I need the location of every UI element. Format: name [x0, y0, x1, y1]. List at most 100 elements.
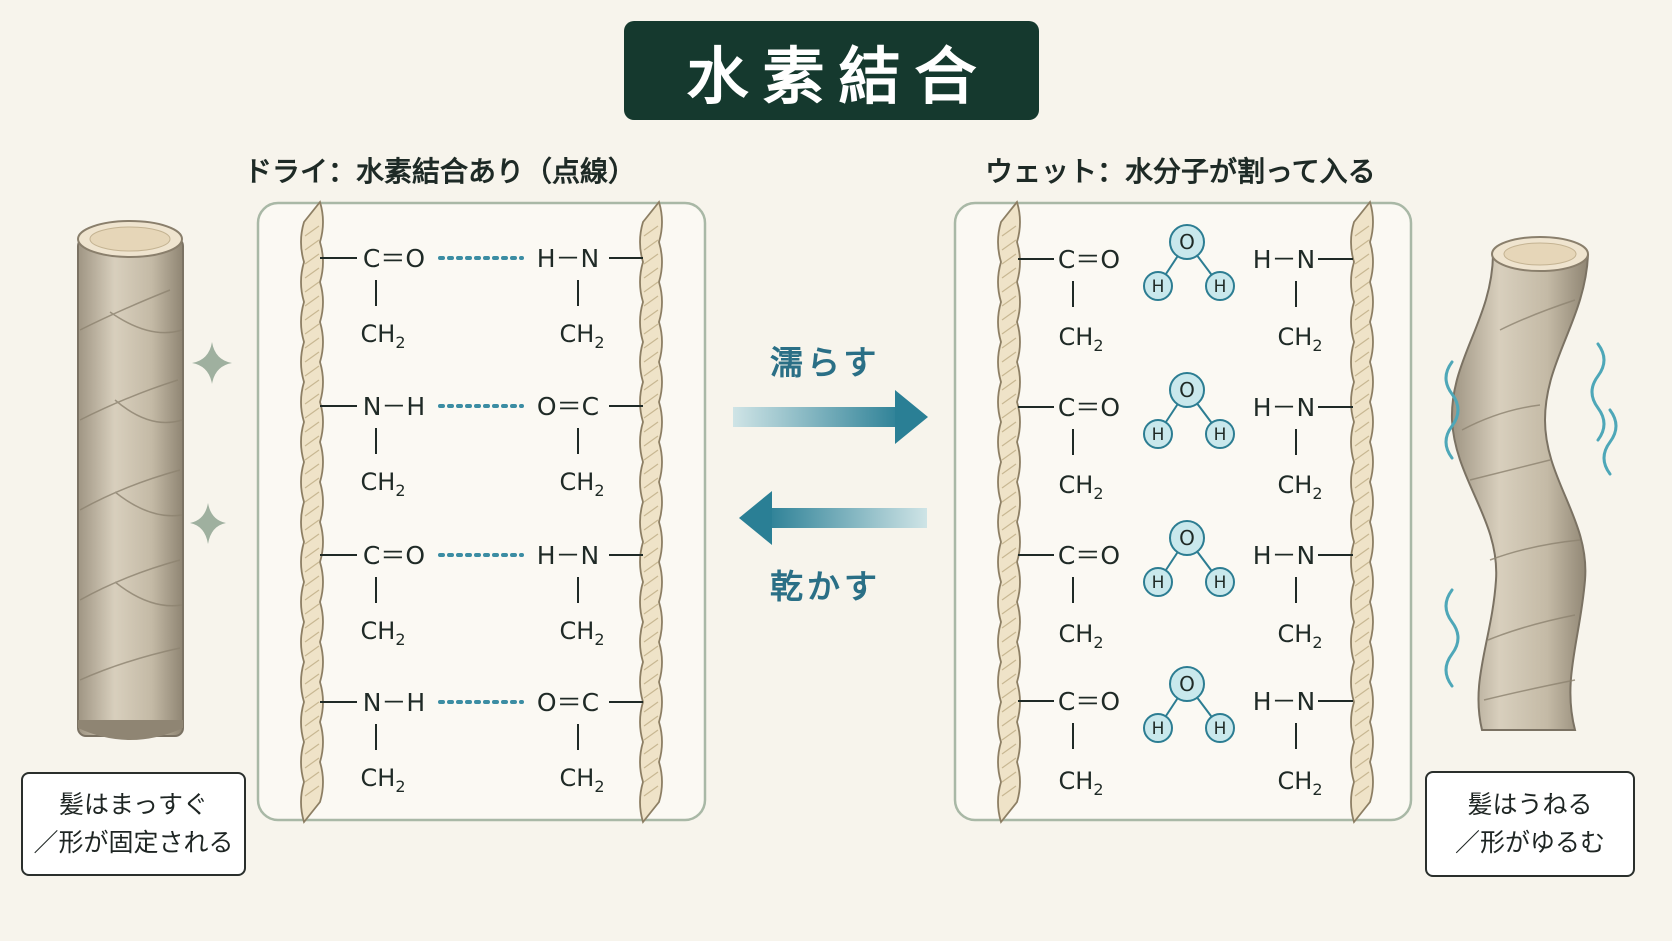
fiber-twist — [1001, 603, 1017, 615]
fiber-twist — [643, 505, 659, 517]
fiber-twist — [1001, 351, 1017, 363]
fiber-twist — [1354, 631, 1370, 643]
fiber-twist — [1001, 407, 1017, 419]
fiber-twist — [304, 463, 320, 475]
fiber-twist — [304, 323, 320, 335]
dry-arrow — [739, 491, 927, 545]
left-group-label: C＝O — [1058, 541, 1120, 570]
fiber-twist — [304, 393, 320, 405]
left-group-label: C＝O — [1058, 245, 1120, 274]
hydrogen-atom — [1205, 271, 1235, 301]
caption-line: 髪はうねる — [1467, 790, 1593, 819]
fiber-twist — [1001, 477, 1017, 489]
oxygen-atom — [1169, 666, 1205, 702]
wet-label: 濡らす — [770, 343, 881, 382]
hydrogen-label: H — [1152, 277, 1165, 297]
oxygen-atom — [1169, 520, 1205, 556]
fiber-twist — [304, 771, 320, 783]
fiber-twist — [1001, 785, 1017, 797]
fiber-twist — [643, 407, 659, 419]
fiber-twist — [643, 533, 659, 545]
fiber-twist — [304, 365, 320, 377]
fiber-twist — [1001, 547, 1017, 559]
left-ch2-label: CH2 — [1059, 323, 1104, 355]
fiber-twist — [304, 295, 320, 307]
fiber-twist — [1001, 673, 1017, 685]
fiber-twist — [304, 309, 320, 321]
fiber-twist — [1001, 631, 1017, 643]
fiber-twist — [1354, 561, 1370, 573]
fiber-twist — [1354, 505, 1370, 517]
fiber-twist — [304, 351, 320, 363]
fiber-twist — [1001, 687, 1017, 699]
fiber-twist — [1354, 701, 1370, 713]
left-ch2-label: CH2 — [1059, 471, 1104, 503]
oxygen-label: O — [1179, 672, 1195, 696]
fiber-twist — [643, 267, 659, 279]
fiber-twist — [1354, 771, 1370, 783]
fiber-twist — [1001, 239, 1017, 251]
fiber-twist — [643, 253, 659, 265]
fiber-twist — [1354, 491, 1370, 503]
fiber-twist — [1354, 645, 1370, 657]
fiber-twist — [1354, 477, 1370, 489]
fiber-twist — [643, 225, 659, 237]
fiber-twist — [304, 743, 320, 755]
fiber-twist — [1001, 771, 1017, 783]
left-group-label: N－H — [363, 392, 426, 421]
hydrogen-label: H — [1152, 719, 1165, 739]
left-ch2-label: CH2 — [361, 468, 406, 500]
fiber-twist — [1001, 281, 1017, 293]
fiber-twist — [304, 281, 320, 293]
fiber-twist — [1354, 365, 1370, 377]
fiber-twist — [1001, 561, 1017, 573]
left-group-label: C＝O — [363, 541, 425, 570]
fiber-twist — [643, 771, 659, 783]
fiber-twist — [304, 449, 320, 461]
right-ch2-label: CH2 — [560, 617, 605, 649]
fiber-twist — [643, 323, 659, 335]
hydrogen-atom — [1143, 271, 1173, 301]
wet-keratin-fibers — [997, 200, 1374, 824]
fiber-twist — [643, 757, 659, 769]
title-banner: 水素結合 — [624, 21, 1039, 120]
hydrogen-atom — [1205, 567, 1235, 597]
fiber-twist — [304, 547, 320, 559]
fiber-twist — [643, 393, 659, 405]
fiber-twist — [304, 645, 320, 657]
fiber-twist — [643, 729, 659, 741]
fiber-twist — [1354, 659, 1370, 671]
fiber-twist — [304, 561, 320, 573]
dry-heading: ドライ：水素結合あり（点線） — [244, 155, 637, 188]
oxygen-atom — [1169, 372, 1205, 408]
fiber-twist — [1354, 295, 1370, 307]
fiber-twist — [1354, 715, 1370, 727]
fiber-twist — [304, 603, 320, 615]
fiber-twist — [1001, 701, 1017, 713]
fiber-twist — [643, 603, 659, 615]
fiber-twist — [304, 575, 320, 587]
fiber-twist — [1354, 351, 1370, 363]
keratin-fiber — [1350, 200, 1374, 824]
dry-panel — [256, 201, 707, 822]
fiber-twist — [643, 589, 659, 601]
hydrogen-label: H — [1214, 277, 1227, 297]
fiber-twist — [643, 281, 659, 293]
left-group-label: C＝O — [363, 244, 425, 273]
fiber-twist — [1001, 337, 1017, 349]
right-group-label: H－N — [1253, 245, 1316, 274]
fiber-twist — [1001, 715, 1017, 727]
fiber-twist — [304, 631, 320, 643]
fiber-twist — [304, 267, 320, 279]
straight-hair-illustration — [77, 220, 184, 740]
fiber-twist — [643, 631, 659, 643]
keratin-fiber — [639, 200, 663, 824]
straight-hair-caption: 髪はまっすぐ ／形が固定される — [21, 772, 246, 876]
wet-panel — [953, 201, 1413, 822]
